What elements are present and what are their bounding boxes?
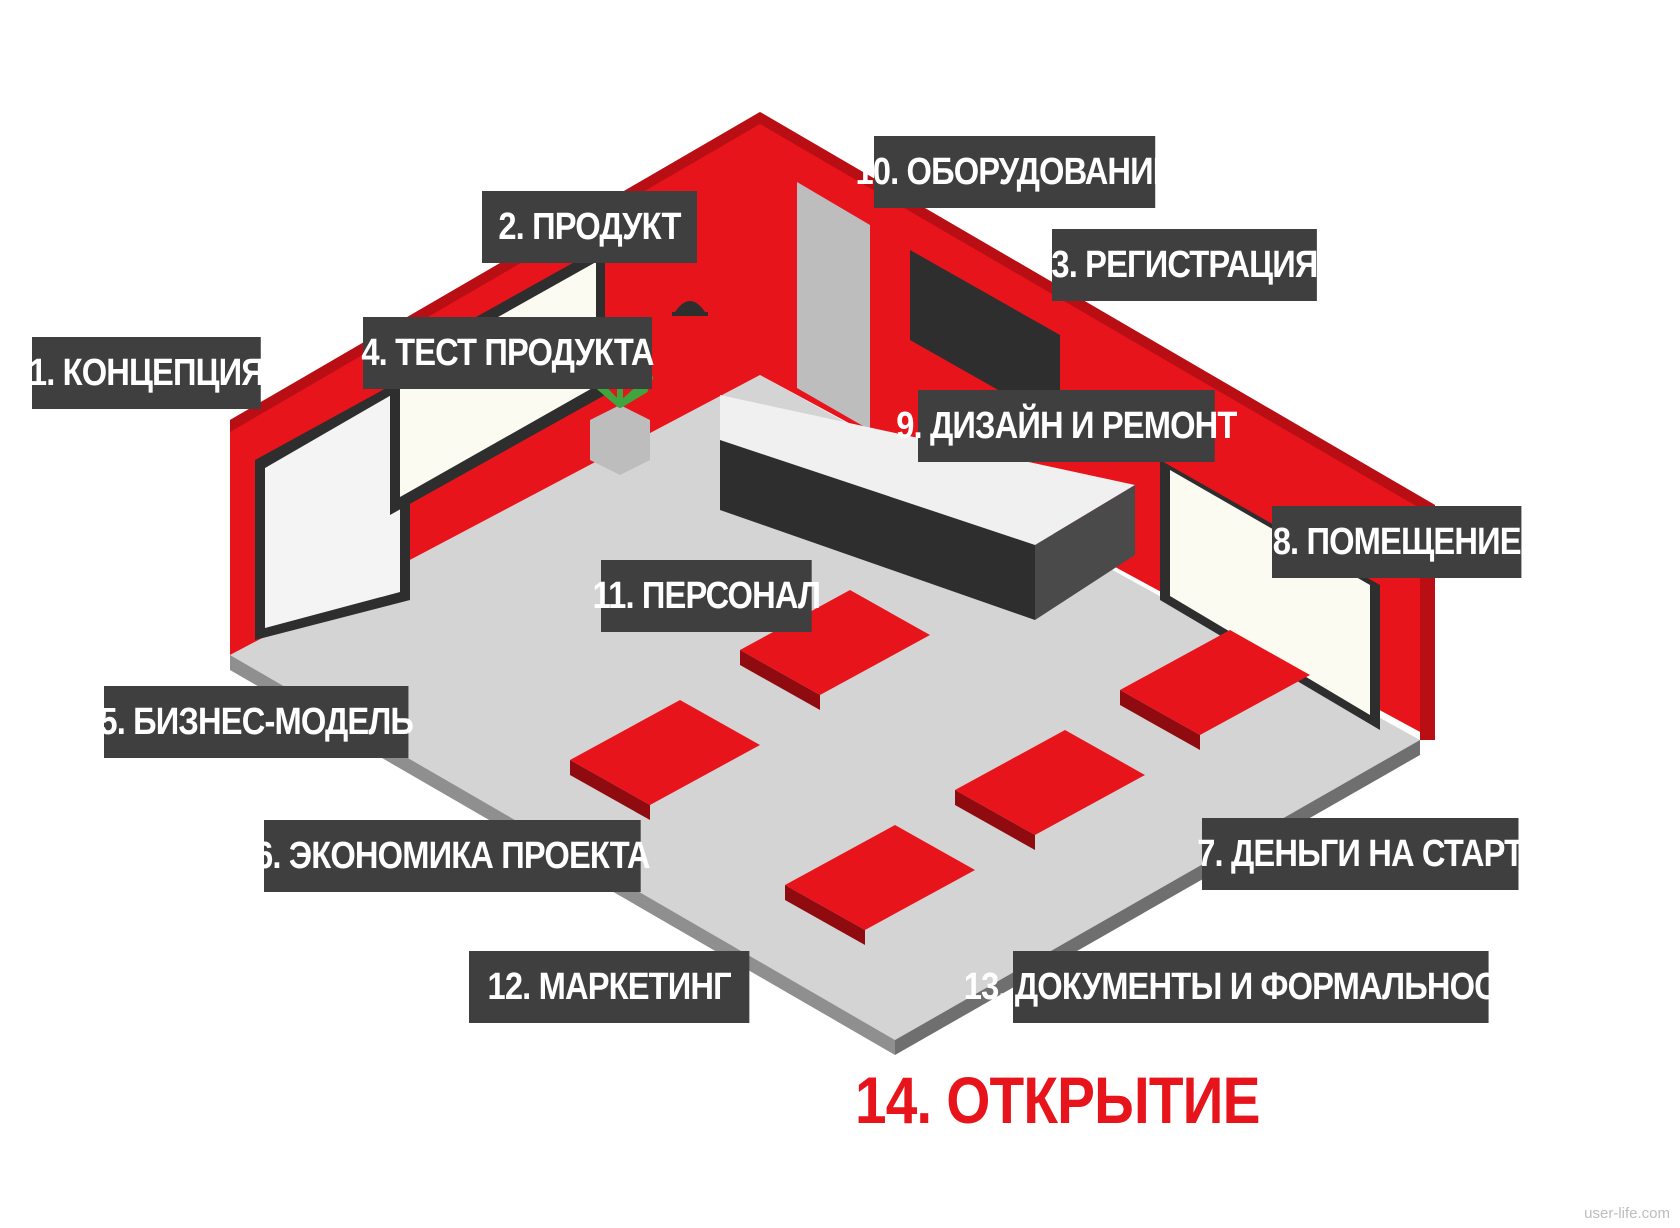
dining-table xyxy=(1120,630,1310,750)
entrance-door-glass xyxy=(265,390,400,628)
step-10-equipment: 10. ОБОРУДОВАНИЕ xyxy=(855,136,1175,208)
step-3-registration: 3. РЕГИСТРАЦИЯ xyxy=(1051,229,1318,301)
step-7-startup-money: 7. ДЕНЬГИ НА СТАРТ xyxy=(1197,818,1524,890)
right-window-glass xyxy=(1170,470,1370,715)
step-12-marketing: 12. МАРКЕТИНГ xyxy=(469,951,750,1023)
step-13-documents: 13. ДОКУМЕНТЫ И ФОРМАЛЬНОСТИ xyxy=(964,951,1539,1023)
step-6-project-economics: 6. ЭКОНОМИКА ПРОЕКТА xyxy=(255,820,650,892)
dining-table xyxy=(785,825,975,945)
watermark: user-life.com xyxy=(1584,1205,1670,1222)
step-8-premises: 8. ПОМЕЩЕНИЕ xyxy=(1272,506,1522,578)
step-4-product-test: 4. ТЕСТ ПРОДУКТА xyxy=(361,317,654,389)
bar-counter-front xyxy=(720,440,1035,620)
kitchen-door xyxy=(797,182,870,430)
step-14-opening: 14. ОТКРЫТИЕ xyxy=(855,1063,1260,1137)
bar-counter-side xyxy=(1035,485,1135,620)
dining-table xyxy=(740,590,930,710)
bar-counter-top xyxy=(720,395,1135,545)
floor xyxy=(230,375,1420,1040)
step-1-concept: 1. КОНЦЕПЦИЯ xyxy=(29,337,265,409)
step-9-design-renovation: 9. ДИЗАЙН И РЕМОНТ xyxy=(896,390,1237,462)
right-wall-top-edge xyxy=(760,112,1435,517)
dining-table xyxy=(570,700,760,820)
step-11-staff: 11. ПЕРСОНАЛ xyxy=(593,560,821,632)
step-5-business-model: 5. БИЗНЕС-МОДЕЛЬ xyxy=(99,686,414,758)
dining-table xyxy=(955,730,1145,850)
step-2-product: 2. ПРОДУКТ xyxy=(482,191,697,263)
menu-screen xyxy=(910,250,1060,425)
service-bell-icon xyxy=(672,301,708,316)
